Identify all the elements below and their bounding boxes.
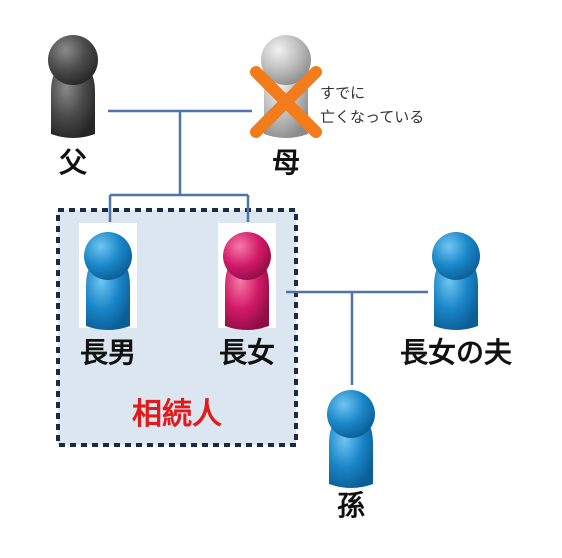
grandchild-figure-icon (327, 390, 375, 488)
connector-lines (108, 109, 428, 385)
daughters-husband-label: 長女の夫 (400, 336, 513, 369)
daughters-husband-figure-icon (432, 232, 480, 330)
deceased-note-line2: 亡くなっている (320, 108, 424, 126)
heirs-label: 相続人 (132, 397, 222, 432)
eldest-daughter-figure-icon (223, 232, 271, 330)
deceased-note-line1: すでに (320, 84, 365, 102)
grandchild-label: 孫 (337, 489, 365, 522)
father-figure-icon (48, 35, 98, 138)
eldest-daughter-label: 長女 (219, 336, 275, 369)
eldest-son-label: 長男 (80, 336, 136, 369)
father-label: 父 (59, 146, 88, 179)
eldest-son-figure-icon (84, 232, 132, 330)
mother-label: 母 (272, 146, 300, 179)
deceased-cross-icon (250, 66, 322, 138)
